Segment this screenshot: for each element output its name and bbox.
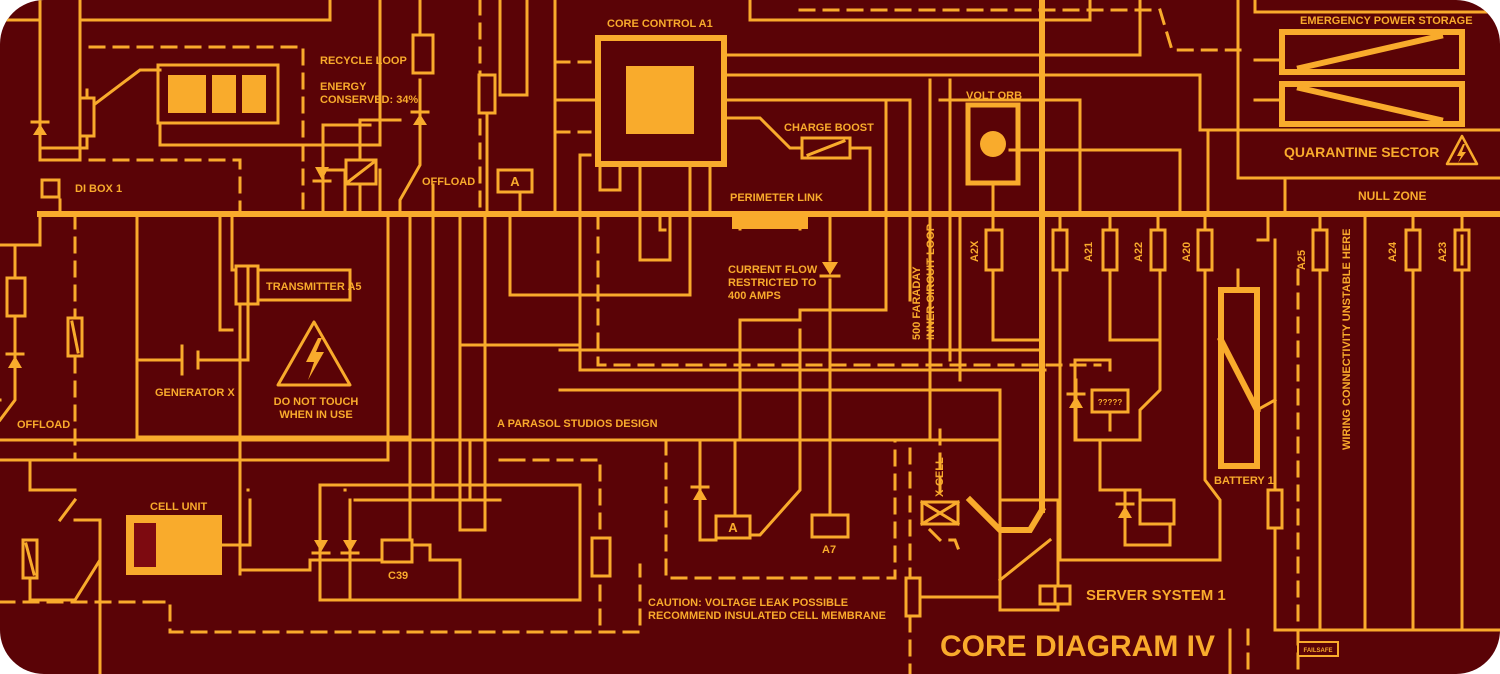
- label-volt-orb: VOLT ORB: [966, 90, 1022, 102]
- box-a-top: [496, 168, 534, 194]
- label-a23: A23: [1437, 242, 1449, 262]
- label-current-3: 400 AMPS: [728, 290, 781, 302]
- label-a21: A21: [1083, 242, 1095, 262]
- right-dashed: [1246, 268, 1300, 674]
- label-box-a-lower: A: [728, 520, 738, 535]
- label-cell-unit: CELL UNIT: [150, 501, 208, 513]
- label-charge-boost: CHARGE BOOST: [784, 122, 874, 134]
- label-current-1: CURRENT FLOW: [728, 264, 818, 276]
- main-bus-lines: [37, 0, 1500, 533]
- generator-capacitor: [180, 344, 200, 376]
- center-dashed: [553, 8, 1242, 674]
- label-caution-1: CAUTION: VOLTAGE LEAK POSSIBLE: [648, 597, 848, 609]
- label-x-cell: X-CELL: [934, 457, 946, 497]
- label-generator: GENERATOR X: [155, 387, 235, 399]
- charge-boost: [800, 136, 852, 160]
- label-touch-1: DO NOT TOUCH: [274, 396, 359, 408]
- label-a22: A22: [1133, 242, 1145, 262]
- server-system-1: [904, 498, 1072, 618]
- unknown-component: [1066, 378, 1130, 442]
- label-transmitter: TRANSMITTER A5: [266, 281, 362, 293]
- center-wiring: [458, 0, 1500, 542]
- di-box: [40, 178, 61, 199]
- right-lower-relay: [1115, 498, 1176, 526]
- label-faraday-1: 500 FARADAY: [911, 266, 923, 340]
- label-offload-left: OFFLOAD: [17, 419, 70, 431]
- label-offload-top: OFFLOAD: [422, 176, 475, 188]
- x-cell: [919, 499, 961, 527]
- transmitter-a5: [234, 264, 260, 306]
- emergency-power-storage: [1236, 10, 1465, 180]
- cell-unit: [126, 498, 252, 575]
- top-left-diodes: [30, 110, 430, 183]
- label-box-a-top: A: [510, 174, 520, 189]
- label-parasol: A PARASOL STUDIOS DESIGN: [497, 418, 658, 430]
- label-touch-2: WHEN IN USE: [279, 409, 352, 421]
- left-components: [5, 276, 84, 580]
- label-a20: A20: [1181, 242, 1193, 262]
- high-voltage-warning-icon: [276, 320, 352, 387]
- failsafe-box: [1297, 641, 1339, 657]
- label-wiring-note: WIRING CONNECTIVITY UNSTABLE HERE: [1341, 229, 1353, 450]
- top-left-wiring: [0, 0, 557, 216]
- quarantine-warning-icon: [1445, 134, 1479, 166]
- label-battery: BATTERY 1: [1214, 475, 1274, 487]
- current-flow-diode: [690, 262, 841, 500]
- label-core-control: CORE CONTROL A1: [607, 18, 713, 30]
- label-a24: A24: [1387, 241, 1399, 262]
- label-perimeter-link: PERIMETER LINK: [730, 192, 823, 204]
- label-energy-2: CONSERVED: 34%: [320, 94, 418, 106]
- label-quarantine: QUARANTINE SECTOR: [1284, 144, 1439, 160]
- label-recycle-loop: RECYCLE LOOP: [320, 55, 407, 67]
- label-null-zone: NULL ZONE: [1358, 189, 1426, 203]
- perimeter-link-bar: [732, 215, 808, 229]
- label-c39: C39: [388, 570, 408, 582]
- battery-1: [1216, 287, 1278, 469]
- label-question: ?????: [1098, 398, 1123, 407]
- label-caution-2: RECOMMEND INSULATED CELL MEMBRANE: [648, 610, 886, 622]
- box-a-lower: [714, 514, 752, 540]
- label-di-box: DI BOX 1: [75, 183, 122, 195]
- label-faraday-2: INNER CIRCUIT LOOP: [925, 224, 937, 340]
- label-current-2: RESTRICTED TO: [728, 277, 817, 289]
- right-resistors: [1051, 228, 1471, 530]
- label-core-diagram: CORE DIAGRAM IV: [940, 630, 1215, 663]
- label-emergency-power: EMERGENCY POWER STORAGE: [1300, 15, 1473, 27]
- battery-pack: [156, 63, 280, 125]
- c39-block: [311, 483, 612, 602]
- label-failsafe: FAILSAFE: [1303, 648, 1332, 654]
- box-a7: [810, 513, 850, 539]
- label-a25: A25: [1296, 250, 1308, 270]
- label-energy-1: ENERGY: [320, 81, 367, 93]
- label-a7: A7: [822, 544, 836, 556]
- label-a2x: A2X: [969, 240, 981, 262]
- top-left-resistors: [78, 33, 497, 186]
- volt-orb: [965, 102, 1021, 186]
- label-server-system: SERVER SYSTEM 1: [1086, 587, 1226, 604]
- resistor-a2x: [984, 228, 1004, 272]
